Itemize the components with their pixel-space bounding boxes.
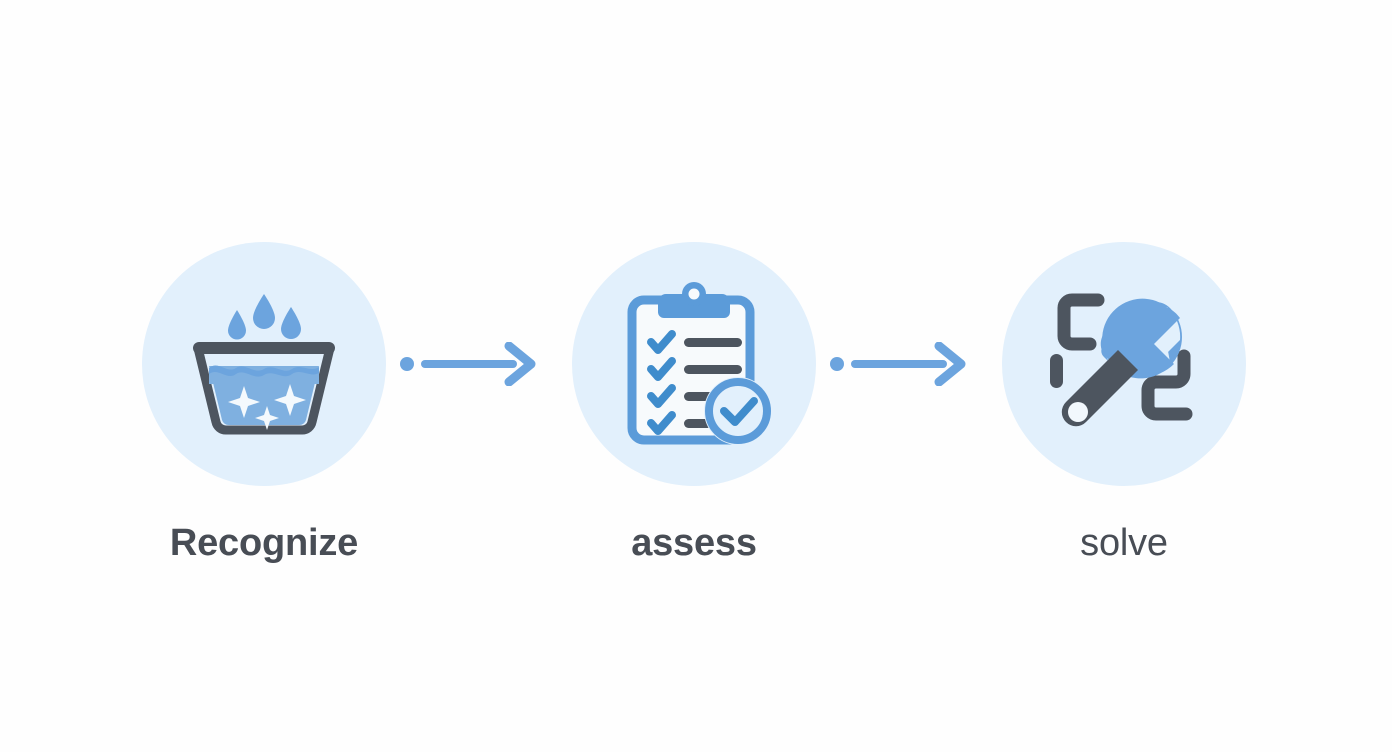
process-connector-1 bbox=[386, 242, 572, 486]
process-step-solve[interactable]: solve bbox=[1002, 242, 1246, 562]
step-label-assess: assess bbox=[631, 522, 757, 564]
process-step-assess[interactable]: assess bbox=[572, 242, 816, 562]
process-flow-row: Recognize bbox=[0, 242, 1392, 562]
step-label-recognize: Recognize bbox=[169, 522, 359, 564]
step-icon-circle-assess bbox=[572, 242, 816, 486]
step-icon-circle-solve bbox=[1002, 242, 1246, 486]
step-label-solve: solve bbox=[1080, 522, 1168, 564]
wrench-tools-icon bbox=[1050, 293, 1193, 427]
wash-basin-water-drops-icon bbox=[193, 294, 335, 435]
step-icon-circle-recognize bbox=[142, 242, 386, 486]
process-step-recognize[interactable]: Recognize bbox=[142, 242, 386, 562]
clipboard-checklist-icon bbox=[627, 282, 772, 445]
process-connector-2 bbox=[816, 242, 1002, 486]
arrow-right-icon bbox=[400, 342, 536, 386]
arrow-right-icon bbox=[830, 342, 966, 386]
